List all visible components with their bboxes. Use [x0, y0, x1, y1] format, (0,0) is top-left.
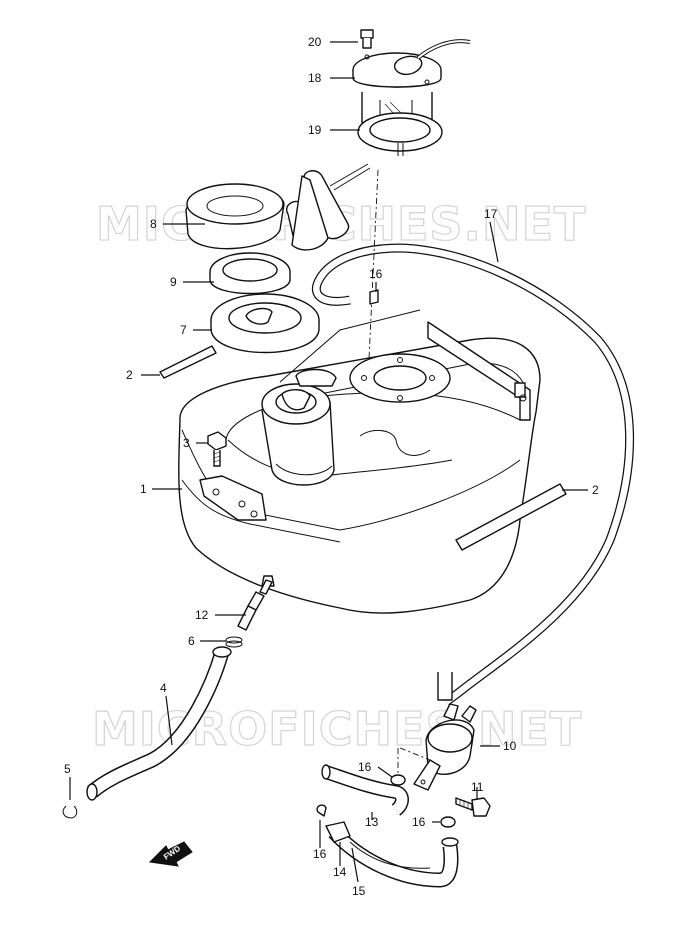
- part-6-clamp: [225, 636, 243, 648]
- callout-12: 12: [195, 608, 209, 622]
- fuel-level-sender: [286, 163, 371, 251]
- callout-17: 17: [484, 207, 498, 221]
- callout-7: 7: [180, 323, 187, 337]
- part-7-seal: [210, 293, 320, 354]
- callout-18: 18: [308, 71, 322, 85]
- callout-11: 11: [471, 780, 484, 794]
- callout-2-right: 2: [592, 483, 599, 497]
- part-12-joint: [237, 579, 273, 631]
- part-5-clamp: [62, 805, 78, 819]
- callout-10: 10: [503, 739, 517, 753]
- callout-labels: 20 18 19 17 8 16 9 7 2 3 1 2 12 6 4 10 5…: [64, 35, 599, 898]
- part-10-fuel-cock: [397, 703, 477, 791]
- part-2-rubber-strip-left: [159, 345, 217, 379]
- callout-9: 9: [170, 275, 177, 289]
- callout-16-top: 16: [369, 267, 383, 281]
- callout-16-bottom: 16: [313, 847, 327, 861]
- part-16-clamp-b: [390, 774, 406, 786]
- part-1-fuel-tank: [178, 309, 541, 614]
- part-2-rubber-strip-right: [455, 483, 567, 551]
- part-20-screw: [360, 29, 374, 49]
- callout-13: 13: [365, 815, 379, 829]
- part-13-hose: [321, 764, 409, 816]
- part-8-cap: [185, 183, 285, 250]
- callout-2-left: 2: [126, 368, 133, 382]
- part-4-drain-hose: [86, 646, 232, 801]
- callout-15: 15: [352, 884, 366, 898]
- callout-4: 4: [160, 681, 167, 695]
- part-11-bolt: [455, 797, 491, 817]
- part-14-15-hose-assembly: [325, 821, 459, 888]
- part-16-clip-top: [369, 289, 379, 305]
- fwd-arrow: FWD: [148, 841, 193, 867]
- callout-14: 14: [333, 865, 347, 879]
- part-9-ring: [209, 252, 291, 295]
- callout-16-mid: 16: [358, 760, 372, 774]
- callout-3: 3: [183, 436, 190, 450]
- callout-6: 6: [188, 634, 195, 648]
- callout-20: 20: [308, 35, 322, 49]
- part-18-pump-assembly: [352, 39, 471, 134]
- callout-16-right: 16: [412, 815, 426, 829]
- callout-8: 8: [150, 217, 157, 231]
- part-19-gasket: [357, 112, 443, 156]
- part-16-clamp-d: [316, 804, 327, 817]
- callout-5: 5: [64, 762, 71, 776]
- callout-19: 19: [308, 123, 322, 137]
- part-3-bolt: [207, 431, 227, 467]
- callout-1: 1: [140, 482, 147, 496]
- leader-lines: [69, 41, 588, 883]
- part-16-clamp-c: [440, 816, 456, 828]
